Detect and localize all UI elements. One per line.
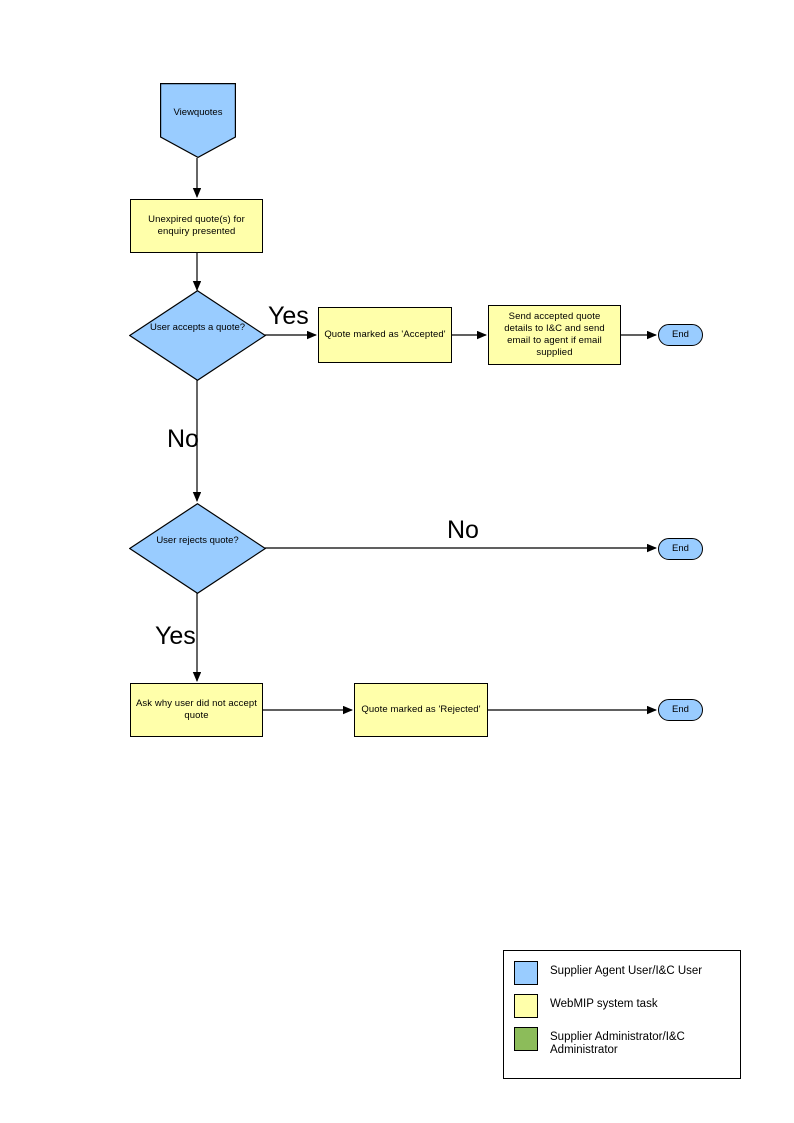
legend-swatch-yellow [514,994,538,1018]
legend-label-supplier-administrator: Supplier Administrator/I&C Administrator [550,1031,685,1056]
legend-item-supplier-administrator: Supplier Administrator/I&C Administrator [514,1027,740,1057]
legend-label-webmip-task: WebMIP system task [550,998,658,1010]
legend-swatch-green [514,1027,538,1051]
legend-swatch-blue [514,961,538,985]
legend-label-supplier-agent: Supplier Agent User/I&C User [550,965,703,977]
start-node-viewquotes[interactable]: Viewquotes [160,83,236,158]
task-quote-marked-rejected[interactable]: Quote marked as 'Rejected' [354,683,488,737]
legend-item-supplier-agent: Supplier Agent User/I&C User [514,961,740,985]
task-quote-marked-rejected-label: Quote marked as 'Rejected' [361,704,481,716]
task-ask-why-not-accepted[interactable]: Ask why user did not accept quote [130,683,263,737]
task-send-accepted-quote-details-label: Send accepted quote details to I&C and s… [504,311,605,358]
task-unexpired-quotes[interactable]: Unexpired quote(s) for enquiry presented [130,199,263,253]
branch-label-reject-no: No [447,516,479,544]
task-quote-marked-accepted[interactable]: Quote marked as 'Accepted' [318,307,452,363]
task-ask-why-not-accepted-label: Ask why user did not accept quote [136,698,257,721]
end-node-no-reject-path-label: End [672,543,689,555]
decision-user-rejects-quote[interactable]: User rejects quote? [129,503,266,594]
decision-user-accepts-quote[interactable]: User accepts a quote? [129,290,266,381]
legend-item-webmip-task: WebMIP system task [514,994,740,1018]
branch-label-accept-no: No [167,425,199,453]
legend: Supplier Agent User/I&C User WebMIP syst… [503,950,741,1079]
end-node-rejected-path-label: End [672,704,689,716]
task-unexpired-quotes-label: Unexpired quote(s) for enquiry presented [148,214,245,237]
end-node-accepted-path-label: End [672,329,689,341]
end-node-no-reject-path[interactable]: End [658,538,703,560]
branch-label-reject-yes: Yes [155,622,196,650]
end-node-accepted-path[interactable]: End [658,324,703,346]
task-send-accepted-quote-details[interactable]: Send accepted quote details to I&C and s… [488,305,621,365]
end-node-rejected-path[interactable]: End [658,699,703,721]
task-quote-marked-accepted-label: Quote marked as 'Accepted' [324,329,446,341]
branch-label-accept-yes: Yes [268,302,309,330]
